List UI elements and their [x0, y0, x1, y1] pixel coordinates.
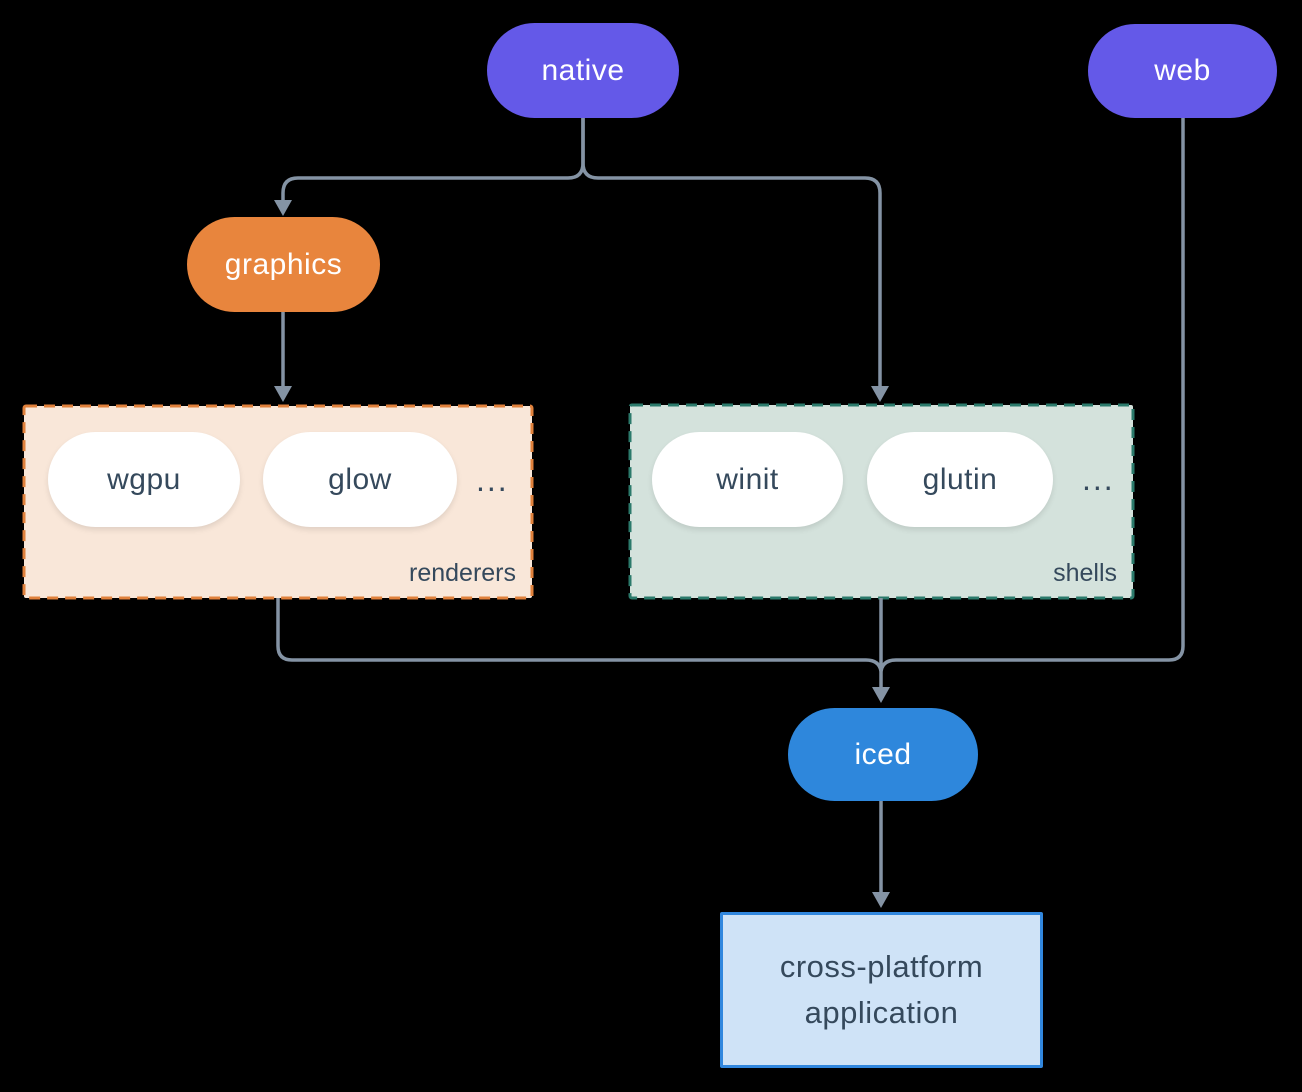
app-label-line2: application — [804, 995, 959, 1030]
arrowhead-icon — [274, 386, 292, 402]
renderers-group-label: renderers — [409, 559, 516, 587]
node-wgpu: wgpu — [48, 432, 240, 527]
arrowhead-icon — [872, 687, 890, 703]
edge-renderers-to-iced — [276, 598, 883, 672]
node-native-label: native — [541, 53, 625, 87]
edge-web-to-iced — [879, 118, 1185, 672]
node-iced-label: iced — [854, 737, 912, 771]
node-glutin: glutin — [867, 432, 1053, 527]
shells-ellipsis: ... — [1082, 461, 1115, 497]
node-winit-label: winit — [716, 462, 779, 496]
node-web-label: web — [1154, 54, 1211, 87]
node-native: native — [487, 23, 679, 118]
node-wgpu-label: wgpu — [107, 462, 181, 496]
node-web: web — [1088, 24, 1277, 118]
shells-group: winit glutin ... shells — [630, 405, 1133, 598]
arrowhead-icon — [871, 386, 889, 402]
node-glow: glow — [263, 432, 457, 527]
node-winit: winit — [652, 432, 843, 527]
app-label-line1: cross-platform — [779, 948, 984, 984]
node-graphics-label: graphics — [224, 247, 343, 281]
node-glow-label: glow — [328, 462, 392, 496]
arrowhead-icon — [872, 892, 890, 908]
renderers-ellipsis: ... — [476, 462, 509, 498]
shells-group-label: shells — [1053, 559, 1117, 587]
node-cross-platform-application: cross-platform application — [720, 912, 1043, 1068]
node-iced: iced — [788, 708, 978, 801]
renderers-group: wgpu glow ... renderers — [24, 406, 532, 598]
node-glutin-label: glutin — [922, 462, 998, 496]
node-graphics: graphics — [187, 217, 380, 312]
arrowhead-icon — [274, 200, 292, 216]
edge-native-to-graphics — [281, 118, 585, 200]
edge-native-to-shells — [581, 118, 882, 386]
